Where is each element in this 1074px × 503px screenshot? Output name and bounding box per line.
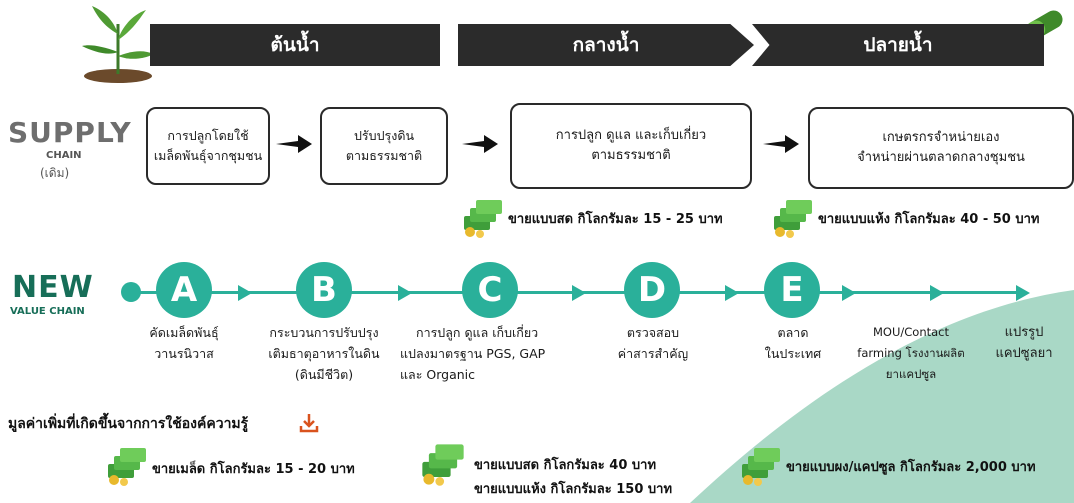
supply-step-3-line2: ตามธรรมชาติ xyxy=(591,148,671,163)
stage-e-line1: ตลาด xyxy=(777,325,809,340)
supply-step-2-line2: ตามธรรมชาติ xyxy=(345,148,423,163)
supply-original-label: (เดิม) xyxy=(40,166,70,180)
new-price-capsule: ขายแบบผง/แคปซูล กิโลกรัมละ 2,000 บาท xyxy=(786,460,1036,475)
money-icon xyxy=(742,448,780,486)
supply-step-4-line1: เกษตรกรจำหน่ายเอง xyxy=(882,130,1000,145)
banner-midstream: กลางน้ำ xyxy=(458,24,754,66)
capsule-processing-line2: แคปซูลยา xyxy=(995,346,1053,361)
supply-step-1-line1: การปลูกโดยใช้ xyxy=(167,128,249,143)
chain-arrow-icon xyxy=(398,285,412,301)
new-price-seed: ขายเมล็ด กิโลกรัมละ 15 - 20 บาท xyxy=(152,462,355,477)
mou-line2: farming โรงงานผลิต xyxy=(857,346,965,360)
chain-arrow-icon xyxy=(842,285,856,301)
mou-line3: ยาแคปซูล xyxy=(885,367,937,381)
arrow-right-icon xyxy=(462,135,498,153)
supply-step-4-line2: จำหน่ายผ่านตลาดกลางชุมชน xyxy=(857,150,1025,165)
chain-arrow-icon xyxy=(238,285,252,301)
stage-a-line2: วานรนิวาส xyxy=(154,346,214,361)
supply-step-1-line2: เมล็ดพันธุ์จากชุมชน xyxy=(153,148,263,163)
banner-downstream: ปลายน้ำ xyxy=(752,24,1044,66)
stage-c-text: การปลูก ดูแล เก็บเกี่ยว แปลงมาตรฐาน PGS,… xyxy=(400,322,580,385)
mou-line1: MOU/Contact xyxy=(872,325,949,339)
stage-b-circle: B xyxy=(296,262,352,318)
supply-step-2: ปรับปรุงดิน ตามธรรมชาติ xyxy=(320,107,448,185)
chain-arrow-icon xyxy=(725,285,739,301)
stage-e-text: ตลาด ในประเทศ xyxy=(745,322,841,364)
stage-e-line2: ในประเทศ xyxy=(764,346,822,361)
chain-arrow-icon xyxy=(1016,285,1030,301)
stage-b-line2: เติมธาตุอาหารในดิน xyxy=(268,346,380,361)
mou-text: MOU/Contact farming โรงงานผลิต ยาแคปซูล xyxy=(848,322,974,385)
download-icon xyxy=(299,414,319,433)
capsule-processing-text: แปรรูป แคปซูลยา xyxy=(984,322,1064,364)
arrow-right-icon xyxy=(276,135,312,153)
new-price-dry: ขายแบบแห้ง กิโลกรัมละ 150 บาท xyxy=(474,482,673,497)
stage-b-line1: กระบวนการปรับปรุง xyxy=(269,325,379,340)
stage-d-text: ตรวจสอบ ค่าสารสำคัญ xyxy=(598,322,708,364)
supply-chain-label: CHAIN xyxy=(46,150,82,161)
supply-price-fresh: ขายแบบสด กิโลกรัมละ 15 - 25 บาท xyxy=(508,212,723,227)
banner-upstream: ต้นน้ำ xyxy=(150,24,440,66)
stage-a-line1: คัดเมล็ดพันธุ์ xyxy=(149,325,219,340)
money-icon xyxy=(464,200,502,238)
chain-arrow-icon xyxy=(930,285,944,301)
arrow-right-icon xyxy=(763,135,799,153)
stage-c-line3: และ Organic xyxy=(400,367,476,382)
money-icon xyxy=(108,448,146,486)
stage-c-line2: แปลงมาตรฐาน PGS, GAP xyxy=(400,346,546,361)
value-chain-start-dot xyxy=(121,282,141,302)
stage-d-line1: ตรวจสอบ xyxy=(626,325,680,340)
supply-label: SUPPLY xyxy=(8,116,132,149)
supply-step-2-line1: ปรับปรุงดิน xyxy=(354,128,414,143)
capsule-processing-line1: แปรรูป xyxy=(1004,325,1044,340)
stage-b-text: กระบวนการปรับปรุง เติมธาตุอาหารในดิน (ดิ… xyxy=(254,322,394,385)
stage-a-text: คัดเมล็ดพันธุ์ วานรนิวาส xyxy=(124,322,244,364)
money-icon xyxy=(422,444,464,486)
stage-d-line2: ค่าสารสำคัญ xyxy=(617,346,689,361)
supply-step-1: การปลูกโดยใช้ เมล็ดพันธุ์จากชุมชน xyxy=(146,107,270,185)
plant-icon xyxy=(82,6,154,83)
supply-price-dry: ขายแบบแห้ง กิโลกรัมละ 40 - 50 บาท xyxy=(818,212,1040,227)
new-label: NEW xyxy=(12,270,94,305)
new-price-fresh: ขายแบบสด กิโลกรัมละ 40 บาท xyxy=(474,458,657,473)
stage-c-circle: C xyxy=(462,262,518,318)
chain-arrow-icon xyxy=(572,285,586,301)
supply-step-3-line1: การปลูก ดูแล และเก็บเกี่ยว xyxy=(555,128,707,143)
knowledge-value-title: มูลค่าเพิ่มที่เกิดขึ้นจากการใช้องค์ความร… xyxy=(8,416,249,432)
money-icon xyxy=(774,200,812,238)
stage-e-circle: E xyxy=(764,262,820,318)
supply-step-4: เกษตรกรจำหน่ายเอง จำหน่ายผ่านตลาดกลางชุม… xyxy=(808,107,1074,189)
value-chain-label: VALUE CHAIN xyxy=(10,306,85,317)
stage-b-line3: (ดินมีชีวิต) xyxy=(294,367,354,382)
supply-step-3: การปลูก ดูแล และเก็บเกี่ยว ตามธรรมชาติ xyxy=(510,103,752,189)
stage-a-circle: A xyxy=(156,262,212,318)
stage-d-circle: D xyxy=(624,262,680,318)
stage-c-line1: การปลูก ดูแล เก็บเกี่ยว xyxy=(416,325,539,340)
